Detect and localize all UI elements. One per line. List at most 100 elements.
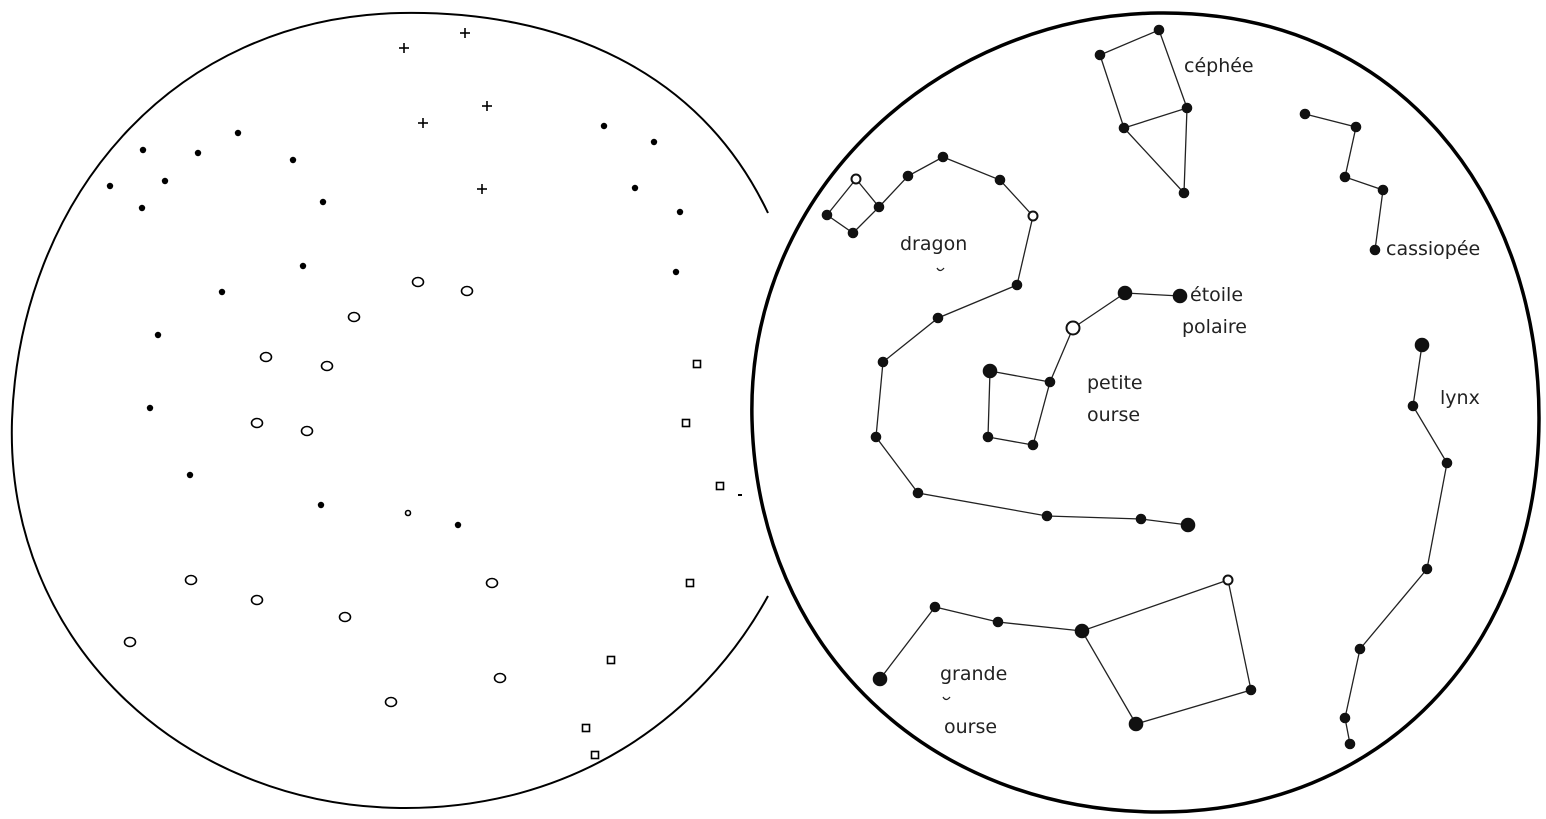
star-ring-marker [386, 698, 397, 707]
star-ring-marker [252, 596, 263, 605]
star-square-marker [687, 580, 694, 587]
lynx-star [1341, 714, 1350, 723]
star-ring-marker [186, 576, 197, 585]
petite-ourse-star [1174, 290, 1187, 303]
star-dot-marker [300, 263, 306, 269]
label-ourse-grande: ourse [944, 716, 997, 738]
star-ring-marker [125, 638, 136, 647]
star-ring-marker [413, 278, 424, 287]
grande-ourse-star [931, 603, 940, 612]
star-ring-marker [495, 674, 506, 683]
dragon-star [996, 176, 1005, 185]
lynx-star [1356, 645, 1365, 654]
star-ring-marker [349, 313, 360, 322]
cassiopee-star [1379, 186, 1388, 195]
cephee-star [1155, 26, 1164, 35]
star-dot-marker [318, 502, 324, 508]
cassiopee-star [1341, 173, 1350, 182]
grande-ourse-line [880, 580, 1251, 724]
star-cross-marker [418, 118, 428, 128]
label-dragon: dragon [900, 233, 967, 255]
grande-ourse-star [1130, 718, 1143, 731]
lynx-line [1345, 345, 1447, 744]
left-chart-outline [12, 13, 768, 808]
grande-ourse-star [874, 673, 887, 686]
label-ourse-petite: ourse [1087, 404, 1140, 426]
lynx-star [1346, 740, 1355, 749]
petite-ourse-star [1067, 322, 1080, 335]
star-ring-marker [302, 427, 313, 436]
left-star-markers [107, 28, 724, 759]
grande-ourse-star [994, 618, 1003, 627]
grande-ourse-star [1247, 686, 1256, 695]
dragon-star [1137, 515, 1146, 524]
cassiopee-star [1371, 246, 1380, 255]
dragon-star [872, 433, 881, 442]
dragon-star [875, 203, 884, 212]
star-square-marker [592, 752, 599, 759]
lynx-star [1409, 402, 1418, 411]
lynx-star [1416, 339, 1429, 352]
label-lynx: lynx [1440, 387, 1480, 409]
star-ring-marker [340, 613, 351, 622]
star-square-marker [694, 361, 701, 368]
star-dot-marker [290, 157, 296, 163]
dragon-star [1013, 281, 1022, 290]
petite-ourse-star [984, 365, 997, 378]
star-dot-marker [601, 123, 607, 129]
right-constellation-chart: céphée cassiopée dragon étoile polaire p… [752, 13, 1539, 812]
star-cross-marker [399, 43, 409, 53]
star-square-marker [717, 483, 724, 490]
left-star-chart [12, 13, 768, 808]
star-dot-marker [219, 289, 225, 295]
cephee-line [1100, 30, 1187, 128]
cephee-star [1120, 124, 1129, 133]
star-dot-marker [162, 178, 168, 184]
grande-ourse-star [1224, 576, 1233, 585]
petite-ourse-star [984, 433, 993, 442]
star-cross-marker [477, 184, 487, 194]
dragon-star [1043, 512, 1052, 521]
star-dot-marker [632, 185, 638, 191]
star-small-ring-marker [406, 511, 411, 516]
petite-ourse-star [1029, 441, 1038, 450]
star-dot-marker [140, 147, 146, 153]
star-cross-marker [482, 101, 492, 111]
dragon-star [852, 175, 861, 184]
cephee-star [1180, 189, 1189, 198]
dragon-tick [937, 268, 944, 271]
cephee-star [1183, 104, 1192, 113]
cassiopee-star [1352, 123, 1361, 132]
dragon-star [939, 153, 948, 162]
star-square-marker [608, 657, 615, 664]
dragon-line [827, 179, 879, 233]
grande-ourse-close-line [1082, 631, 1136, 724]
star-dot-marker [107, 183, 113, 189]
cephee-tri-line [1124, 108, 1187, 193]
star-dot-marker [673, 269, 679, 275]
petite-ourse-star [1119, 287, 1132, 300]
star-dot-marker [139, 205, 145, 211]
dragon-star [1182, 519, 1195, 532]
star-square-marker [683, 420, 690, 427]
dragon-star [1029, 212, 1038, 221]
star-ring-marker [462, 287, 473, 296]
petite-ourse-close-line [990, 371, 1050, 382]
petite-ourse-line [988, 293, 1180, 445]
label-cassiopee: cassiopée [1386, 238, 1480, 260]
star-dot-marker [195, 150, 201, 156]
label-etoile: étoile [1190, 284, 1243, 306]
star-ring-marker [261, 353, 272, 362]
star-dot-marker [187, 472, 193, 478]
star-square-marker [583, 725, 590, 732]
dragon-star [934, 314, 943, 323]
cassiopee-star [1301, 110, 1310, 119]
star-dot-marker [455, 522, 461, 528]
star-cross-marker [460, 28, 470, 38]
dragon-star [914, 489, 923, 498]
star-dot-marker [155, 332, 161, 338]
right-chart-outline [752, 13, 1539, 812]
star-ring-marker [252, 419, 263, 428]
lynx-star [1423, 565, 1432, 574]
